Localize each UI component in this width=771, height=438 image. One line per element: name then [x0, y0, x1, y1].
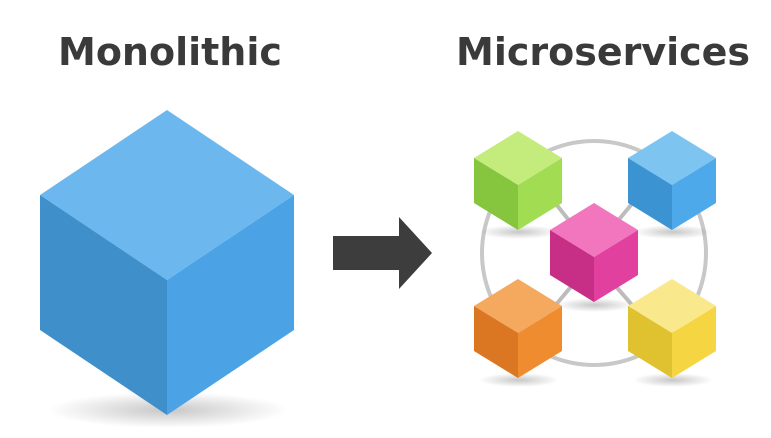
service-shadow: [555, 298, 635, 312]
service-shadow: [479, 225, 559, 239]
cube-left-face: [474, 158, 518, 230]
service-shadow: [633, 225, 713, 239]
cube-left-face: [474, 306, 518, 378]
service-shadow: [633, 373, 713, 387]
transition-arrow: [333, 217, 432, 289]
service-cube-pink: [550, 203, 638, 312]
cube-right-face: [672, 158, 716, 230]
service-cube-green: [474, 131, 562, 239]
cube-left-face: [550, 230, 594, 302]
service-cube-yellow: [628, 279, 716, 387]
service-cube-blue: [628, 131, 716, 239]
cube-right-face: [672, 306, 716, 378]
cube-left-face: [628, 306, 672, 378]
monolithic-label: Monolithic: [58, 30, 282, 74]
microservices-label: Microservices: [456, 30, 751, 74]
cube-right-face: [594, 230, 638, 302]
cube-right-face: [518, 158, 562, 230]
monolith-right-face: [167, 195, 294, 415]
service-cube-orange: [474, 279, 562, 387]
service-shadow: [479, 373, 559, 387]
service-ring: [480, 139, 708, 367]
cube-right-face: [518, 306, 562, 378]
cube-left-face: [628, 158, 672, 230]
monolith-cube: [40, 110, 294, 415]
monolith-left-face: [40, 195, 167, 415]
